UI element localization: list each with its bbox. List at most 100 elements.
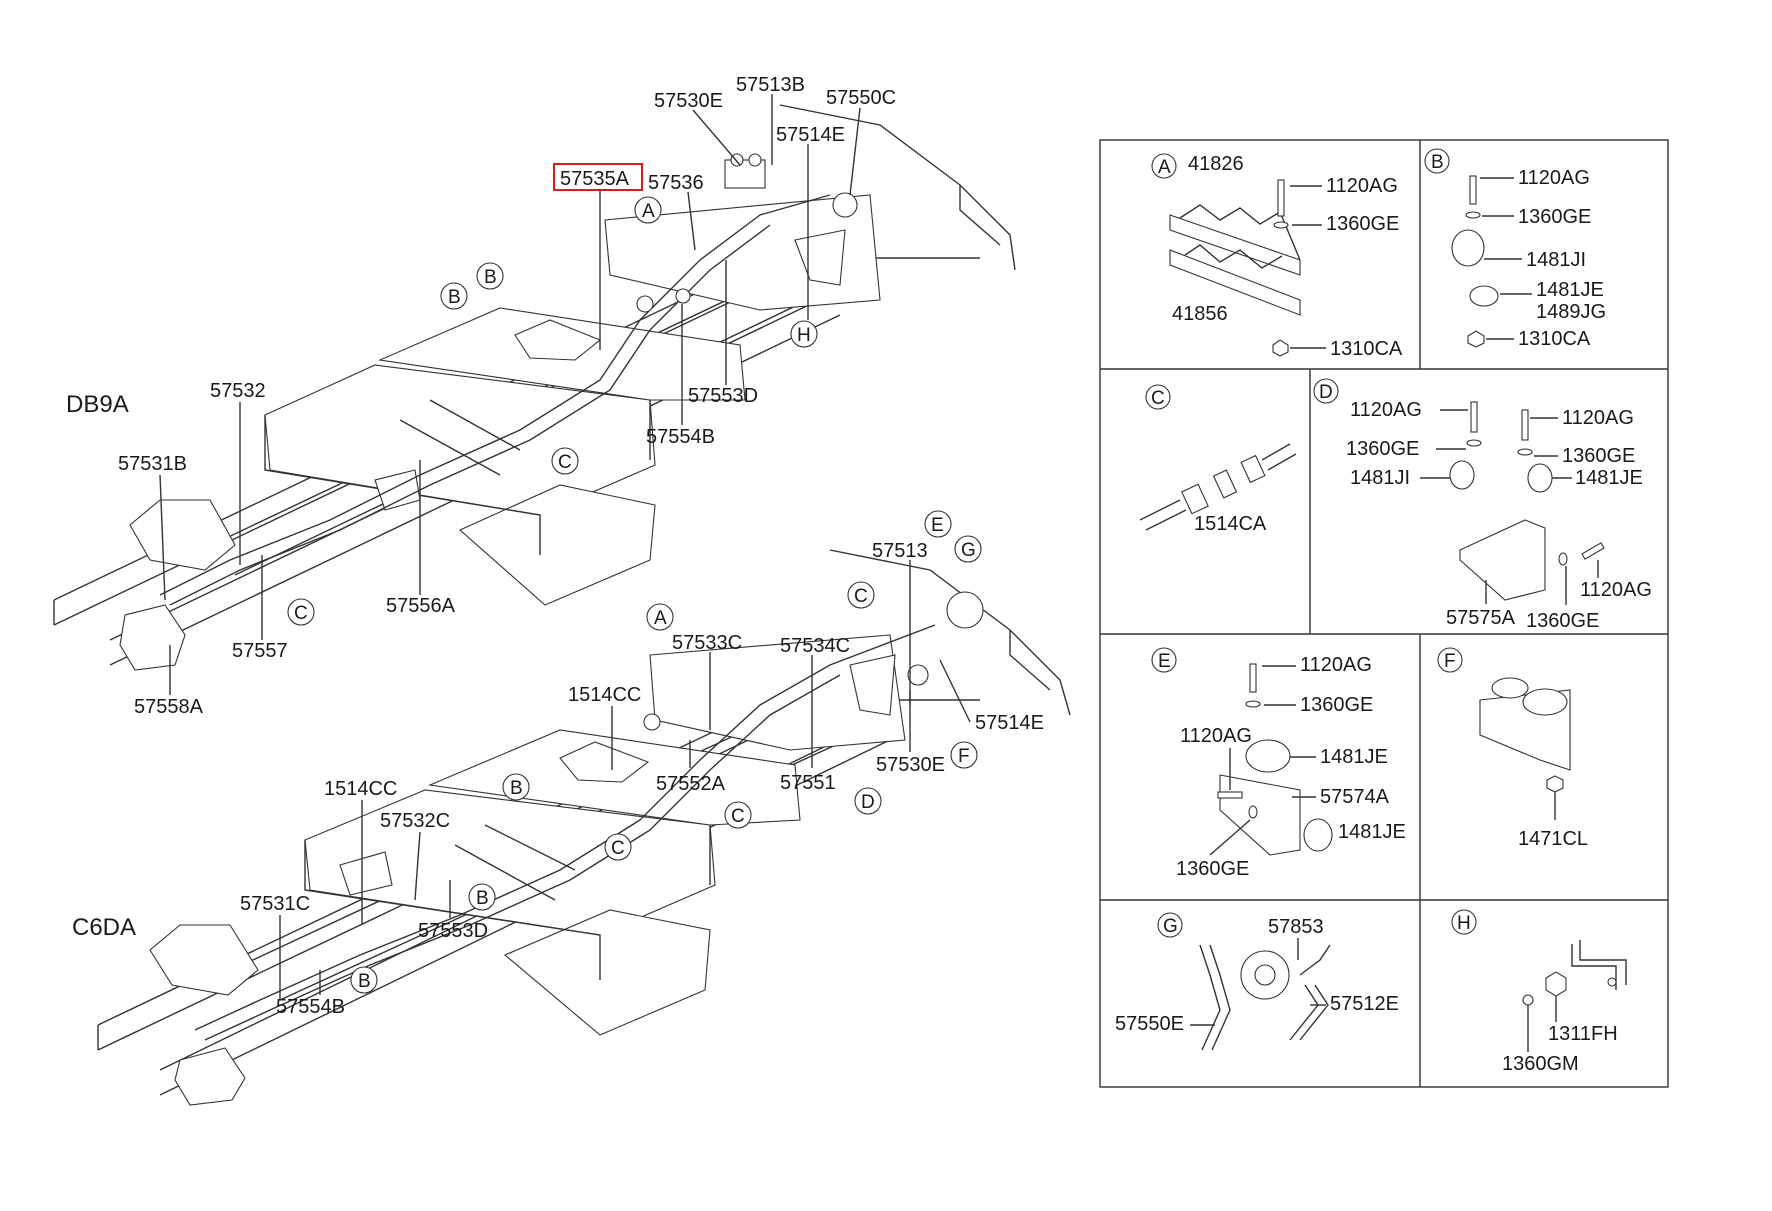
detail-g-57853: 57853 xyxy=(1268,916,1324,938)
detail-d-1120ag-3: 1120AG xyxy=(1580,579,1652,601)
detail-d-1360ge-3: 1360GE xyxy=(1526,610,1599,632)
part-57552a[interactable]: 57552A xyxy=(656,773,726,795)
callout-c-upper-2[interactable]: C xyxy=(294,603,308,624)
detail-d-1481je: 1481JE xyxy=(1575,467,1643,489)
callout-e-lower[interactable]: E xyxy=(931,515,944,536)
part-57530e-upper[interactable]: 57530E xyxy=(654,90,723,112)
part-57532c[interactable]: 57532C xyxy=(380,810,450,832)
model-db9a: DB9A xyxy=(66,391,129,418)
part-57533c[interactable]: 57533C xyxy=(672,632,742,654)
model-c6da: C6DA xyxy=(72,914,136,941)
callout-b-upper-2[interactable]: B xyxy=(484,267,497,288)
callout-c-upper-1[interactable]: C xyxy=(558,452,572,473)
callout-h-upper[interactable]: H xyxy=(797,325,811,346)
part-57556a[interactable]: 57556A xyxy=(386,595,456,617)
callout-f-lower[interactable]: F xyxy=(958,746,970,767)
detail-g-57512e: 57512E xyxy=(1330,993,1399,1015)
callout-g-lower[interactable]: G xyxy=(961,540,976,561)
part-57530e-lower[interactable]: 57530E xyxy=(876,754,945,776)
callout-d-lower[interactable]: D xyxy=(861,792,875,813)
detail-e-1120ag-2: 1120AG xyxy=(1180,725,1252,747)
detail-g-57550e: 57550E xyxy=(1115,1013,1184,1035)
detail-e-57574a: 57574A xyxy=(1320,786,1390,808)
detail-e-callout: E xyxy=(1158,651,1171,672)
upper-leader-lines xyxy=(159,94,861,695)
part-57514e-upper[interactable]: 57514E xyxy=(776,124,845,146)
detail-d: D 1120AG 1120AG 1360GE 1360GE 1481JI 148… xyxy=(1313,378,1652,632)
callout-b-lower-3[interactable]: B xyxy=(358,971,371,992)
detail-d-1360ge-1: 1360GE xyxy=(1346,438,1419,460)
part-57535a[interactable]: 57535A xyxy=(560,168,630,190)
frame-callouts: A B B C C H A C E G F D C B C B B xyxy=(287,196,982,994)
detail-b-1481ji: 1481JI xyxy=(1526,249,1586,271)
detail-a-callout: A xyxy=(1158,157,1171,178)
detail-c: C 1514CA xyxy=(1139,384,1297,535)
callout-b-lower-1[interactable]: B xyxy=(510,778,523,799)
part-57554b-upper[interactable]: 57554B xyxy=(646,426,715,448)
part-1514cc-b[interactable]: 1514CC xyxy=(324,778,397,800)
detail-a-1360ge: 1360GE xyxy=(1326,213,1399,235)
detail-b-1120ag: 1120AG xyxy=(1518,167,1590,189)
highlight-box xyxy=(553,163,643,191)
detail-d-1120ag-2: 1120AG xyxy=(1562,407,1634,429)
part-57557[interactable]: 57557 xyxy=(232,640,288,662)
callout-c-lower-3[interactable]: C xyxy=(611,838,625,859)
detail-d-callout: D xyxy=(1319,382,1333,403)
callout-b-upper-1[interactable]: B xyxy=(448,287,461,308)
lower-frame-drawing xyxy=(97,549,1071,1106)
part-57558a[interactable]: 57558A xyxy=(134,696,204,718)
callout-a-upper[interactable]: A xyxy=(642,201,655,222)
callout-c-lower-1[interactable]: C xyxy=(854,586,868,607)
part-57514e-lower[interactable]: 57514E xyxy=(975,712,1044,734)
part-57551[interactable]: 57551 xyxy=(780,772,836,794)
callout-c-lower-2[interactable]: C xyxy=(731,806,745,827)
detail-b: B 1120AG 1360GE 1481JI 1481JE 1489JG 131… xyxy=(1424,148,1606,350)
detail-f-callout: F xyxy=(1444,651,1456,672)
part-57513b[interactable]: 57513B xyxy=(736,74,805,96)
detail-a-41856: 41856 xyxy=(1172,303,1228,325)
detail-e-1360ge-1: 1360GE xyxy=(1300,694,1373,716)
detail-b-1481je: 1481JE xyxy=(1536,279,1604,301)
part-57554b-lower[interactable]: 57554B xyxy=(276,996,345,1018)
detail-a-1310ca: 1310CA xyxy=(1330,338,1403,360)
detail-d-1481ji: 1481JI xyxy=(1350,467,1410,489)
part-57513[interactable]: 57513 xyxy=(872,540,928,562)
detail-c-1514ca: 1514CA xyxy=(1194,513,1267,535)
detail-g: G 57853 57512E 57550E xyxy=(1115,912,1399,1051)
detail-f: F 1471CL xyxy=(1437,647,1588,850)
detail-h-1311fh: 1311FH xyxy=(1548,1023,1618,1045)
lower-leader-lines xyxy=(279,560,971,1000)
detail-a: A 41826 1120AG 1360GE 41856 1310CA xyxy=(1151,153,1403,360)
detail-e: E 1120AG 1360GE 1120AG 1481JE 57574A 148… xyxy=(1151,647,1406,880)
callout-b-lower-2[interactable]: B xyxy=(476,888,489,909)
detail-e-1481je-2: 1481JE xyxy=(1338,821,1406,843)
detail-h-callout: H xyxy=(1457,913,1471,934)
part-1514cc-a[interactable]: 1514CC xyxy=(568,684,641,706)
detail-b-1310ca: 1310CA xyxy=(1518,328,1591,350)
detail-d-1120ag-1: 1120AG xyxy=(1350,399,1422,421)
part-57536[interactable]: 57536 xyxy=(648,172,704,194)
detail-h: H 1311FH 1360GM xyxy=(1451,909,1627,1075)
detail-g-callout: G xyxy=(1163,916,1178,937)
detail-b-callout: B xyxy=(1431,152,1444,173)
detail-e-1120ag-1: 1120AG xyxy=(1300,654,1372,676)
detail-a-41826: 41826 xyxy=(1188,153,1244,175)
part-57532[interactable]: 57532 xyxy=(210,380,266,402)
detail-f-1471cl: 1471CL xyxy=(1518,828,1588,850)
detail-e-1360ge-2: 1360GE xyxy=(1176,858,1249,880)
callout-a-lower[interactable]: A xyxy=(654,608,667,629)
part-57531c[interactable]: 57531C xyxy=(240,893,310,915)
part-57531b[interactable]: 57531B xyxy=(118,453,187,475)
detail-d-57575a: 57575A xyxy=(1446,607,1516,629)
detail-b-1489jg: 1489JG xyxy=(1536,301,1606,323)
part-57553d-lower[interactable]: 57553D xyxy=(418,920,488,942)
detail-a-1120ag: 1120AG xyxy=(1326,175,1398,197)
detail-b-1360ge: 1360GE xyxy=(1518,206,1591,228)
part-57550c[interactable]: 57550C xyxy=(826,87,896,109)
detail-h-1360gm: 1360GM xyxy=(1502,1053,1579,1075)
detail-grid xyxy=(1099,139,1669,1088)
part-57553d-upper[interactable]: 57553D xyxy=(688,385,758,407)
part-57534c[interactable]: 57534C xyxy=(780,635,850,657)
detail-e-1481je-1: 1481JE xyxy=(1320,746,1388,768)
